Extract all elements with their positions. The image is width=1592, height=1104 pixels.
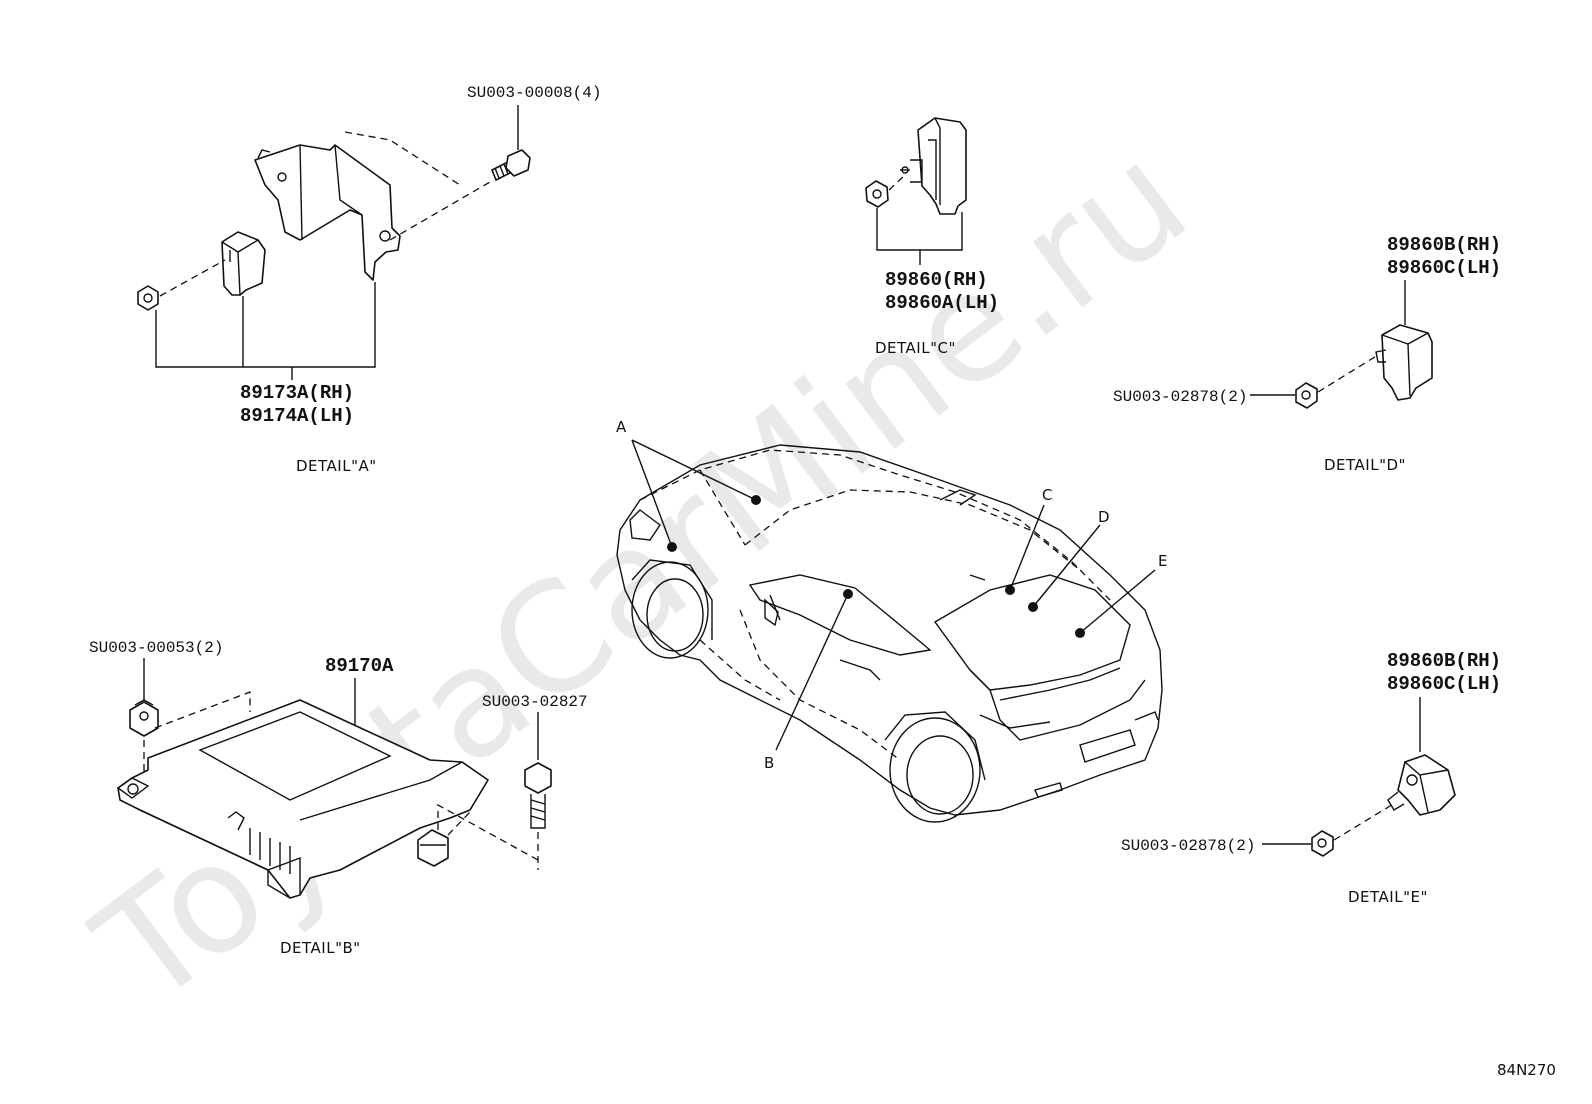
detail-c-caption: DETAIL"C": [875, 339, 956, 357]
detail-a-fastener-label: SU003-00008(4): [467, 84, 601, 102]
car-body: [616, 444, 1163, 823]
detail-e-part-rh: 89860B(RH): [1387, 650, 1501, 672]
detail-a-bracket: [254, 131, 491, 281]
car-callout-e: E: [1158, 552, 1167, 570]
detail-e-caption: DETAIL"E": [1348, 888, 1428, 906]
detail-a: SU003-00008(4) 89173A(RH) 89174A(LH) DET…: [137, 84, 601, 475]
detail-c-part-rh: 89860(RH): [885, 269, 988, 291]
detail-a-bolt: [491, 149, 531, 181]
detail-b-bolt-label: SU003-02827: [482, 693, 588, 711]
car-callout-c: C: [1042, 486, 1052, 504]
car-callout-a: A: [616, 418, 627, 436]
detail-a-sensor: [221, 231, 266, 296]
detail-b-bolt: [524, 762, 552, 829]
detail-e: 89860B(RH) 89860C(LH) SU003-02878(2) DET…: [1121, 650, 1501, 906]
car-callout-d: D: [1098, 508, 1110, 526]
detail-b-nut-label: SU003-00053(2): [89, 639, 223, 657]
detail-e-nut: [1311, 802, 1396, 857]
detail-c: 89860(RH) 89860A(LH) DETAIL"C": [865, 117, 999, 357]
detail-d-part-lh: 89860C(LH): [1387, 257, 1501, 279]
detail-c-part-lh: 89860A(LH): [885, 292, 999, 314]
detail-c-sensor: [900, 117, 967, 215]
detail-b: SU003-00053(2) 89170A: [89, 639, 588, 957]
detail-a-caption: DETAIL"A": [296, 457, 377, 475]
detail-d-sensor: [1375, 324, 1433, 401]
detail-e-fastener-label: SU003-02878(2): [1121, 837, 1255, 855]
car-overview: A B C D E: [616, 418, 1167, 823]
detail-c-nut: [865, 174, 906, 208]
detail-d: 89860B(RH) 89860C(LH) SU003-02878(2) DET…: [1113, 234, 1501, 474]
detail-d-fastener-label: SU003-02878(2): [1113, 388, 1247, 406]
detail-b-part-label: 89170A: [325, 655, 394, 677]
drawing-code: 84N270: [1497, 1061, 1556, 1079]
detail-d-nut: [1295, 354, 1379, 409]
detail-e-sensor: [1387, 754, 1456, 816]
detail-a-part-rh: 89173A(RH): [240, 382, 354, 404]
detail-d-part-rh: 89860B(RH): [1387, 234, 1501, 256]
detail-a-nut: [137, 259, 226, 311]
car-callout-b: B: [764, 754, 774, 772]
detail-d-caption: DETAIL"D": [1324, 456, 1406, 474]
detail-b-caption: DETAIL"B": [280, 939, 361, 957]
detail-a-part-lh: 89174A(LH): [240, 405, 354, 427]
detail-e-part-lh: 89860C(LH): [1387, 673, 1501, 695]
detail-b-nut: [129, 699, 159, 737]
detail-b-ecu: [116, 699, 539, 899]
